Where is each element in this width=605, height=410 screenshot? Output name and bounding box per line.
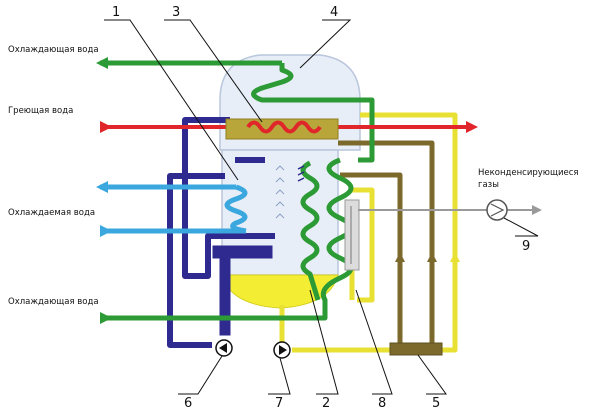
weak-solution-up-arrow-icon [450, 252, 460, 262]
return-up-arrow-icon-2 [395, 252, 405, 262]
chilled-water-in-arrow-icon [100, 225, 112, 237]
generator-heating-coil [246, 120, 322, 134]
chilled-water-out-arrow-icon [96, 181, 108, 193]
callout-3: 3 [172, 5, 180, 20]
heat-exchanger [389, 342, 443, 356]
label-cooling-water-bottom: Охлаждающая вода [8, 297, 99, 307]
cooling-water-in-arrow-icon [100, 312, 112, 324]
callout-7: 7 [275, 396, 283, 410]
flow-arrows [96, 57, 478, 324]
heating-water-out-arrow-icon [466, 121, 478, 133]
mixed-return-lines [338, 140, 435, 343]
weak-solution-lines [279, 112, 458, 353]
return-up-arrow-icon-1 [427, 252, 437, 262]
absorber-spray-header [212, 245, 273, 336]
spray-nozzles [275, 165, 305, 219]
label-cooling-water-top: Охлаждающая вода [8, 45, 99, 55]
label-noncondensable-gases-line1: Неконденсирующиеся [478, 168, 579, 178]
label-heating-water: Греющая вода [8, 106, 73, 116]
gas-flow-arrow-icon [532, 205, 542, 215]
cooling-water-out-arrow-icon [96, 57, 108, 69]
label-chilled-water: Охлаждаемая вода [8, 208, 95, 218]
callout-6: 6 [184, 396, 192, 410]
callout-1: 1 [112, 5, 120, 20]
callout-leaders [104, 19, 539, 395]
label-noncondensable-gases-line2: газы [478, 180, 499, 190]
purge-pump-symbol-icon [490, 203, 505, 217]
chilled-water-lines [100, 184, 248, 234]
callout-9: 9 [522, 239, 530, 254]
callout-4: 4 [330, 5, 338, 20]
heating-water-in-arrow-icon [100, 121, 112, 133]
solution-pump-6-arrow-icon [219, 343, 227, 353]
absorber-sump-solution [221, 274, 339, 309]
callout-2: 2 [322, 396, 330, 410]
callout-5: 5 [432, 396, 440, 410]
concentrated-solution-lines [167, 117, 275, 348]
callout-8: 8 [378, 396, 386, 410]
solution-pump-7-arrow-icon [279, 345, 287, 355]
